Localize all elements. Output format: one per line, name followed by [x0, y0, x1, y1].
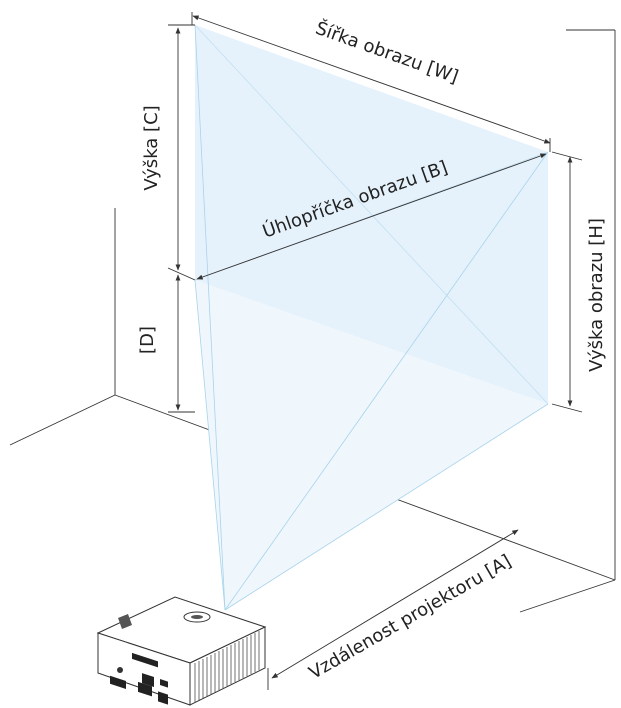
offset-d-label: [D]	[137, 326, 158, 354]
io-port-bank	[132, 652, 158, 668]
power-indicator-icon	[117, 667, 123, 673]
height-c-label: Výška [C]	[141, 105, 162, 190]
diagonal-dimension	[196, 153, 547, 280]
floor-right-edge	[519, 579, 616, 613]
width-dimension	[192, 15, 551, 144]
projection-beam	[194, 24, 549, 611]
dimension-arrows	[175, 15, 573, 679]
io-port	[142, 673, 154, 688]
floor-left-edge	[9, 394, 116, 446]
io-port	[110, 675, 126, 689]
projector	[96, 596, 267, 706]
height-h-label: Výška obrazu [H]	[586, 218, 607, 372]
power-socket	[138, 681, 152, 697]
projector-side	[189, 626, 266, 706]
io-port	[158, 691, 168, 705]
distance-label: Vzdálenost projektoru [A]	[306, 551, 515, 684]
io-port	[160, 678, 168, 688]
distance-dimension	[271, 529, 519, 679]
extension-lines	[167, 12, 583, 690]
